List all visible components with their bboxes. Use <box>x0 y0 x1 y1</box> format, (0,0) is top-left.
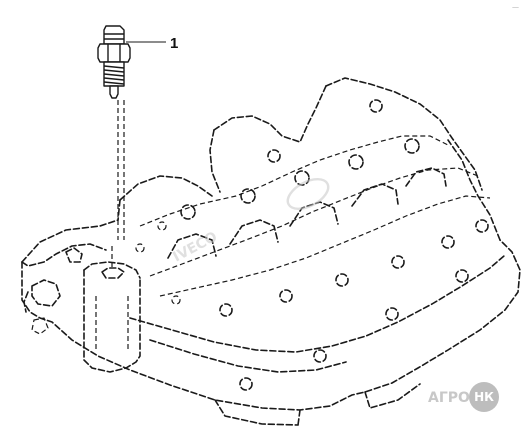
watermark-brand-prefix: АГРО <box>428 390 470 406</box>
center-watermark: IVECO <box>170 178 330 266</box>
brand-watermark: АГРО НК <box>428 382 499 412</box>
watermark-badge-icon <box>469 382 499 412</box>
callout-1-label: 1 <box>170 35 178 52</box>
corner-mark: — <box>512 3 519 11</box>
callout-1: 1 <box>126 35 178 52</box>
temperature-sensor-icon[interactable] <box>97 25 131 99</box>
cylinder-head-icon <box>21 77 521 426</box>
sensor-bore <box>83 100 141 373</box>
watermark-badge-text: НК <box>474 390 494 404</box>
